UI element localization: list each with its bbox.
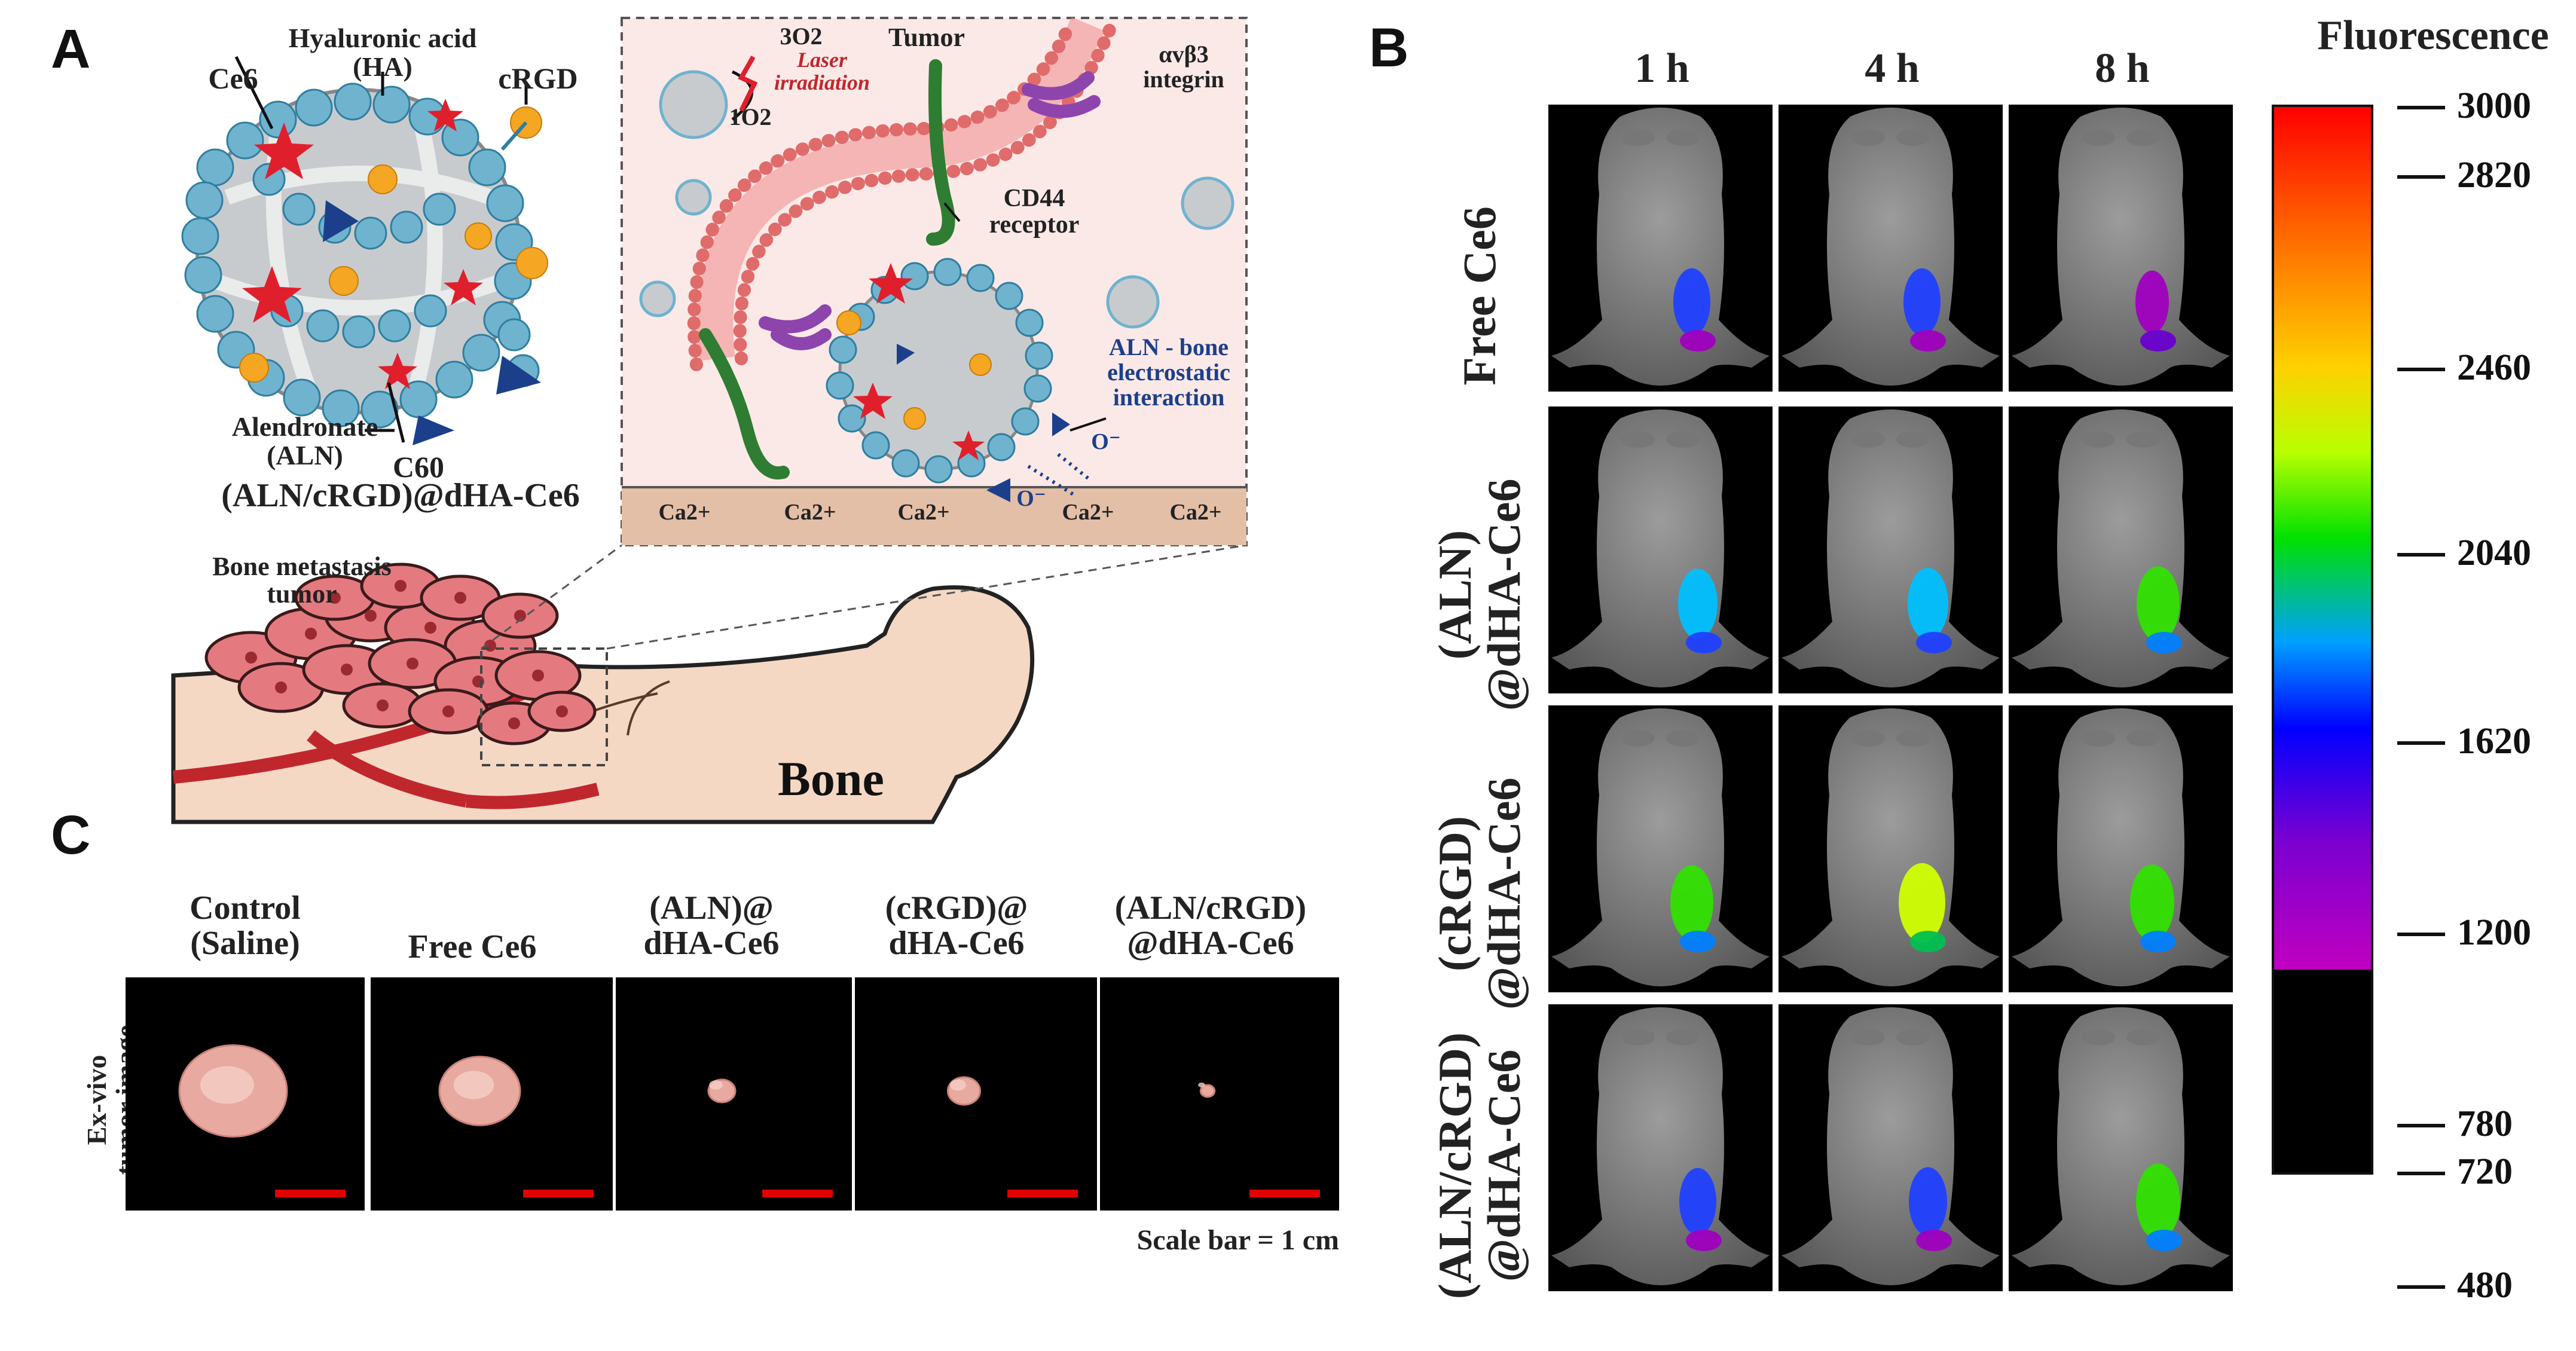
column-header-4h: 4 h bbox=[1779, 45, 2006, 93]
scale-bar bbox=[1007, 1190, 1078, 1197]
colorbar-tick-2460: 2460 bbox=[2457, 347, 2531, 389]
scale-bar bbox=[275, 1190, 346, 1197]
mouse-silhouette bbox=[2012, 708, 2230, 986]
mouse-silhouette bbox=[2012, 1007, 2230, 1285]
mouse-image-r2-c3 bbox=[2009, 406, 2233, 693]
label-1o2: 1O2 bbox=[726, 105, 774, 130]
scale-bar bbox=[762, 1190, 833, 1197]
mouse-silhouette bbox=[1551, 708, 1770, 986]
ex-vivo-tumor-image-5 bbox=[1100, 977, 1339, 1211]
colorbar-tick-1620: 1620 bbox=[2457, 720, 2531, 763]
ex-vivo-tumor-image-2 bbox=[371, 977, 613, 1211]
mouse-image-r3-c3 bbox=[2009, 705, 2233, 992]
colorbar-tick-720: 720 bbox=[2457, 1151, 2513, 1193]
mouse-silhouette bbox=[1551, 409, 1770, 687]
label-alendronate: Alendronate (ALN) bbox=[215, 412, 395, 470]
label-ce6: Ce6 bbox=[194, 63, 272, 94]
label-cd44: CD44 receptor bbox=[968, 185, 1100, 238]
inset-mechanism bbox=[622, 18, 1246, 545]
label-ca-2: Ca2+ bbox=[771, 501, 849, 525]
mouse-image-r2-c1 bbox=[1548, 406, 1773, 693]
mouse-silhouette bbox=[1551, 108, 1770, 386]
colorbar-tick-480: 480 bbox=[2457, 1264, 2513, 1307]
scale-bar bbox=[1249, 1190, 1320, 1197]
label-o-minus-2: O⁻ bbox=[1010, 487, 1052, 511]
label-integrin: αvβ3 integrin bbox=[1124, 42, 1243, 92]
mouse-silhouette bbox=[1551, 1007, 1770, 1285]
row-header-free-ce6: Free Ce6 bbox=[1420, 152, 1539, 439]
colorbar-tick-780: 780 bbox=[2457, 1103, 2513, 1145]
label-ca-4: Ca2+ bbox=[1049, 501, 1127, 525]
column-label-aln: (ALN)@ dHA-Ce6 bbox=[610, 891, 813, 961]
nanoparticle-name: (ALN/cRGD)@dHA-Ce6 bbox=[191, 478, 610, 513]
panel-a-illustration bbox=[0, 0, 1285, 837]
column-header-8h: 8 h bbox=[2009, 45, 2236, 93]
mouse-silhouette bbox=[2012, 409, 2230, 687]
panel-letter-b: B bbox=[1369, 17, 1408, 80]
mouse-image-r2-c2 bbox=[1779, 406, 2003, 693]
colorbar-tick-2820: 2820 bbox=[2457, 154, 2531, 197]
label-hyaluronic-acid: Hyaluronic acid (HA) bbox=[284, 24, 481, 82]
colorbar-gradient bbox=[2274, 107, 2371, 970]
label-3o2: 3O2 bbox=[777, 24, 825, 49]
ex-vivo-tumor-image-4 bbox=[855, 977, 1097, 1211]
mouse-image-r4-c2 bbox=[1779, 1004, 2003, 1291]
colorbar-title: Fluorescence bbox=[2296, 12, 2571, 60]
mouse-silhouette bbox=[1781, 1007, 2000, 1285]
colorbar-tick-3000: 3000 bbox=[2457, 85, 2531, 127]
colorbar-background bbox=[2274, 970, 2371, 1172]
column-label-free-ce6: Free Ce6 bbox=[371, 930, 574, 965]
mouse-image-r3-c2 bbox=[1779, 705, 2003, 992]
mouse-image-r1-c3 bbox=[2009, 105, 2233, 392]
colorbar-tick-2040: 2040 bbox=[2457, 532, 2531, 574]
label-o-minus: O⁻ bbox=[1085, 430, 1127, 454]
row-header-aln: (ALN) @dHA-Ce6 bbox=[1420, 451, 1539, 738]
mouse-image-r3-c1 bbox=[1548, 705, 1773, 992]
label-bone-metastasis: Bone metastasis tumor bbox=[173, 553, 430, 608]
mouse-silhouette bbox=[1781, 708, 2000, 986]
scale-bar bbox=[523, 1190, 594, 1197]
label-ca-3: Ca2+ bbox=[885, 501, 962, 525]
label-laser-irradiation: Laser irradiation bbox=[762, 49, 882, 94]
ex-vivo-tumor-image-3 bbox=[616, 977, 852, 1211]
column-label-crgd: (cRGD)@ dHA-Ce6 bbox=[855, 891, 1058, 961]
column-label-aln-crgd: (ALN/cRGD) @dHA-Ce6 bbox=[1094, 891, 1327, 961]
mouse-silhouette bbox=[2012, 108, 2230, 386]
label-aln-bone: ALN - bone electrostatic interaction bbox=[1094, 335, 1243, 410]
mouse-image-r1-c1 bbox=[1548, 105, 1773, 392]
nanoparticle-diagram bbox=[182, 57, 548, 445]
row-header-aln-crgd: (ALN/cRGD) @dHA-Ce6 bbox=[1420, 980, 1539, 1351]
label-ca-5: Ca2+ bbox=[1157, 501, 1234, 525]
mouse-silhouette bbox=[1781, 409, 2000, 687]
label-tumor: Tumor bbox=[879, 24, 974, 51]
column-header-1h: 1 h bbox=[1548, 45, 1776, 93]
mouse-image-r1-c2 bbox=[1779, 105, 2003, 392]
label-bone: Bone bbox=[753, 753, 909, 805]
mouse-image-r4-c3 bbox=[2009, 1004, 2233, 1291]
scale-bar-note: Scale bar = 1 cm bbox=[1070, 1225, 1339, 1255]
label-crgd: cRGD bbox=[490, 63, 586, 94]
label-ca-1: Ca2+ bbox=[646, 501, 723, 525]
column-label-control: Control (Saline) bbox=[155, 891, 335, 961]
mouse-silhouette bbox=[1781, 108, 2000, 386]
fluorescence-colorbar bbox=[2272, 105, 2373, 1175]
mouse-image-r4-c1 bbox=[1548, 1004, 1773, 1291]
colorbar-tick-1200: 1200 bbox=[2457, 912, 2531, 954]
ex-vivo-tumor-image-1 bbox=[126, 977, 365, 1211]
